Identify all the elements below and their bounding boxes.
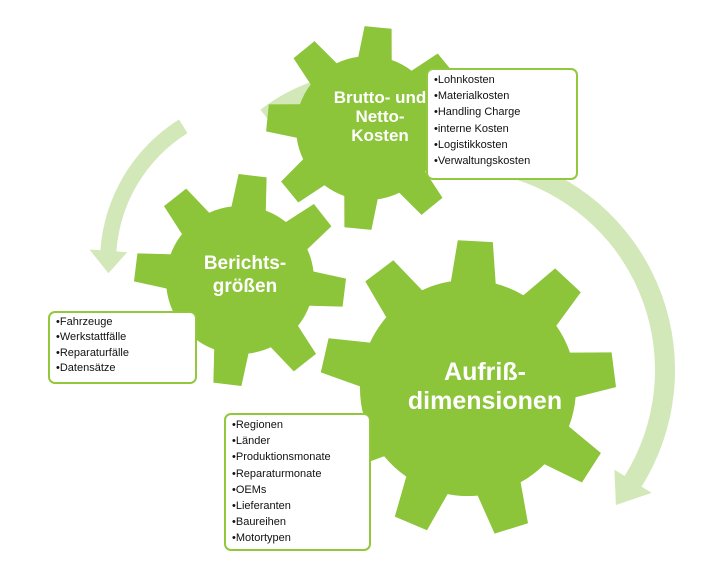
gear-title-costs-line-3: Kosten xyxy=(351,126,409,146)
costs-list-item: Verwaltungskosten xyxy=(434,153,570,169)
dimensions-list-item: Länder xyxy=(232,433,363,449)
metrics-list-item: Datensätze xyxy=(56,361,189,376)
costs-list-item: Handling Charge xyxy=(434,104,570,120)
costs-list-item: interne Kosten xyxy=(434,121,570,137)
gear-title-metrics-line-2: größen xyxy=(212,276,278,298)
cycle-arrow-right xyxy=(516,160,676,506)
costs-list: Lohnkosten Materialkosten Handling Charg… xyxy=(434,72,570,169)
costs-list-item: Logistikkosten xyxy=(434,137,570,153)
dimensions-list: Regionen Länder Produktionsmonate Repara… xyxy=(232,417,363,547)
gear-title-dimensions-line-1: Aufriß- xyxy=(444,358,526,386)
gear-title-costs-line-1: Brutto- und xyxy=(333,88,427,107)
gear-title-metrics: Berichts- größen xyxy=(160,252,330,298)
cycle-arrow-left xyxy=(89,119,188,274)
gear-title-dimensions-line-2: dimensionen xyxy=(407,386,563,415)
costs-list-box: Lohnkosten Materialkosten Handling Charg… xyxy=(426,68,578,180)
dimensions-list-item: Produktionsmonate xyxy=(232,449,363,465)
costs-list-item: Materialkosten xyxy=(434,88,570,104)
dimensions-list-item: OEMs xyxy=(232,482,363,498)
dimensions-list-item: Lieferanten xyxy=(232,498,363,514)
dimensions-list-item: Regionen xyxy=(232,417,363,433)
gear-title-costs-line-2: Netto- xyxy=(355,107,405,127)
gear-title-metrics-line-1: Berichts- xyxy=(203,253,287,274)
dimensions-list-item: Baureihen xyxy=(232,514,363,530)
costs-list-item: Lohnkosten xyxy=(434,72,570,88)
gear-title-dimensions: Aufriß- dimensionen xyxy=(370,358,600,416)
metrics-list-item: Fahrzeuge xyxy=(56,315,189,330)
metrics-list: Fahrzeuge Werkstattfälle Reparaturfälle … xyxy=(56,315,189,377)
gear-title-costs: Brutto- und Netto- Kosten xyxy=(300,88,460,145)
dimensions-list-item: Motortypen xyxy=(232,530,363,546)
gear-dimensions xyxy=(320,240,616,534)
gear-costs xyxy=(266,26,470,230)
metrics-list-item: Reparaturfälle xyxy=(56,346,189,361)
dimensions-list-box: Regionen Länder Produktionsmonate Repara… xyxy=(224,413,371,551)
dimensions-list-item: Reparaturmonate xyxy=(232,466,363,482)
metrics-list-box: Fahrzeuge Werkstattfälle Reparaturfälle … xyxy=(48,311,197,384)
metrics-list-item: Werkstattfälle xyxy=(56,330,189,345)
